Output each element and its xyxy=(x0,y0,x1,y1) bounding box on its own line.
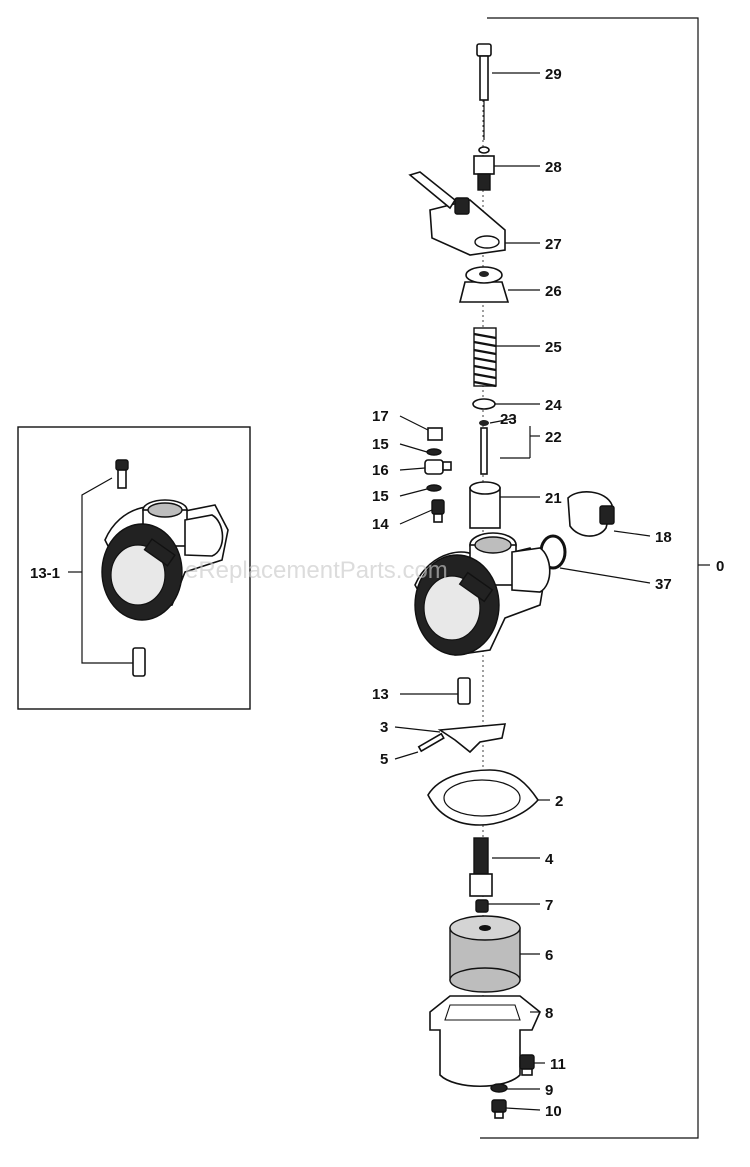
label-22: 22 xyxy=(545,429,562,446)
label-10: 10 xyxy=(545,1103,562,1120)
label-7: 7 xyxy=(545,897,553,914)
part-28-cap-nut xyxy=(473,146,495,191)
label-27: 27 xyxy=(545,236,562,253)
part-2-gasket xyxy=(427,769,540,826)
part-5-pin xyxy=(417,732,445,753)
part-27-lever-bracket xyxy=(408,171,506,256)
assembly-bracket xyxy=(480,17,699,1139)
label-14: 14 xyxy=(372,516,389,533)
label-23: 23 xyxy=(500,411,517,428)
part-3-float-arm xyxy=(437,723,507,754)
part-8-float-bowl xyxy=(429,995,541,1088)
label-25: 25 xyxy=(545,339,562,356)
watermark: eReplacementParts.com xyxy=(185,557,448,584)
carburetor-body xyxy=(414,532,551,656)
part-15-washer-b xyxy=(426,484,442,492)
label-2: 2 xyxy=(555,793,563,810)
label-11: 11 xyxy=(550,1056,566,1073)
part-10-bolt xyxy=(491,1099,507,1119)
label-21: 21 xyxy=(545,490,562,507)
part-4-jet-holder xyxy=(469,837,493,897)
label-13: 13 xyxy=(372,686,389,703)
label-17: 17 xyxy=(372,408,389,425)
label-4: 4 xyxy=(545,851,554,868)
label-16: 16 xyxy=(372,462,389,479)
part-22-jet-needle xyxy=(479,420,489,475)
label-9: 9 xyxy=(545,1082,553,1099)
part-14-fitting xyxy=(431,499,445,523)
label-28: 28 xyxy=(545,159,562,176)
part-25-spring xyxy=(473,327,497,388)
label-24: 24 xyxy=(545,397,562,414)
label-5: 5 xyxy=(380,751,388,768)
label-6: 6 xyxy=(545,947,553,964)
label-15-a: 15 xyxy=(372,436,389,453)
label-26: 26 xyxy=(545,283,562,300)
label-0: 0 xyxy=(716,558,724,575)
part-18-clamp xyxy=(567,491,615,537)
label-3: 3 xyxy=(380,719,388,736)
part-29-needle xyxy=(476,43,492,140)
label-13-1: 13-1 xyxy=(30,565,60,582)
part-6-float xyxy=(449,915,521,993)
label-37: 37 xyxy=(655,576,672,593)
part-21-throttle-valve xyxy=(469,481,501,529)
inset-box xyxy=(17,426,251,710)
label-8: 8 xyxy=(545,1005,553,1022)
part-7-main-jet xyxy=(475,899,489,913)
part-26-top-cap xyxy=(458,266,510,303)
part-11-drain-screw xyxy=(519,1054,535,1076)
part-16-elbow xyxy=(424,459,452,475)
label-15-b: 15 xyxy=(372,488,389,505)
part-15-washer-a xyxy=(426,448,442,456)
part-17-cap xyxy=(427,427,443,441)
label-29: 29 xyxy=(545,66,562,83)
part-24-washer xyxy=(472,398,496,410)
part-9-washer xyxy=(490,1083,508,1093)
part-13-jet xyxy=(457,677,471,705)
label-18: 18 xyxy=(655,529,672,546)
